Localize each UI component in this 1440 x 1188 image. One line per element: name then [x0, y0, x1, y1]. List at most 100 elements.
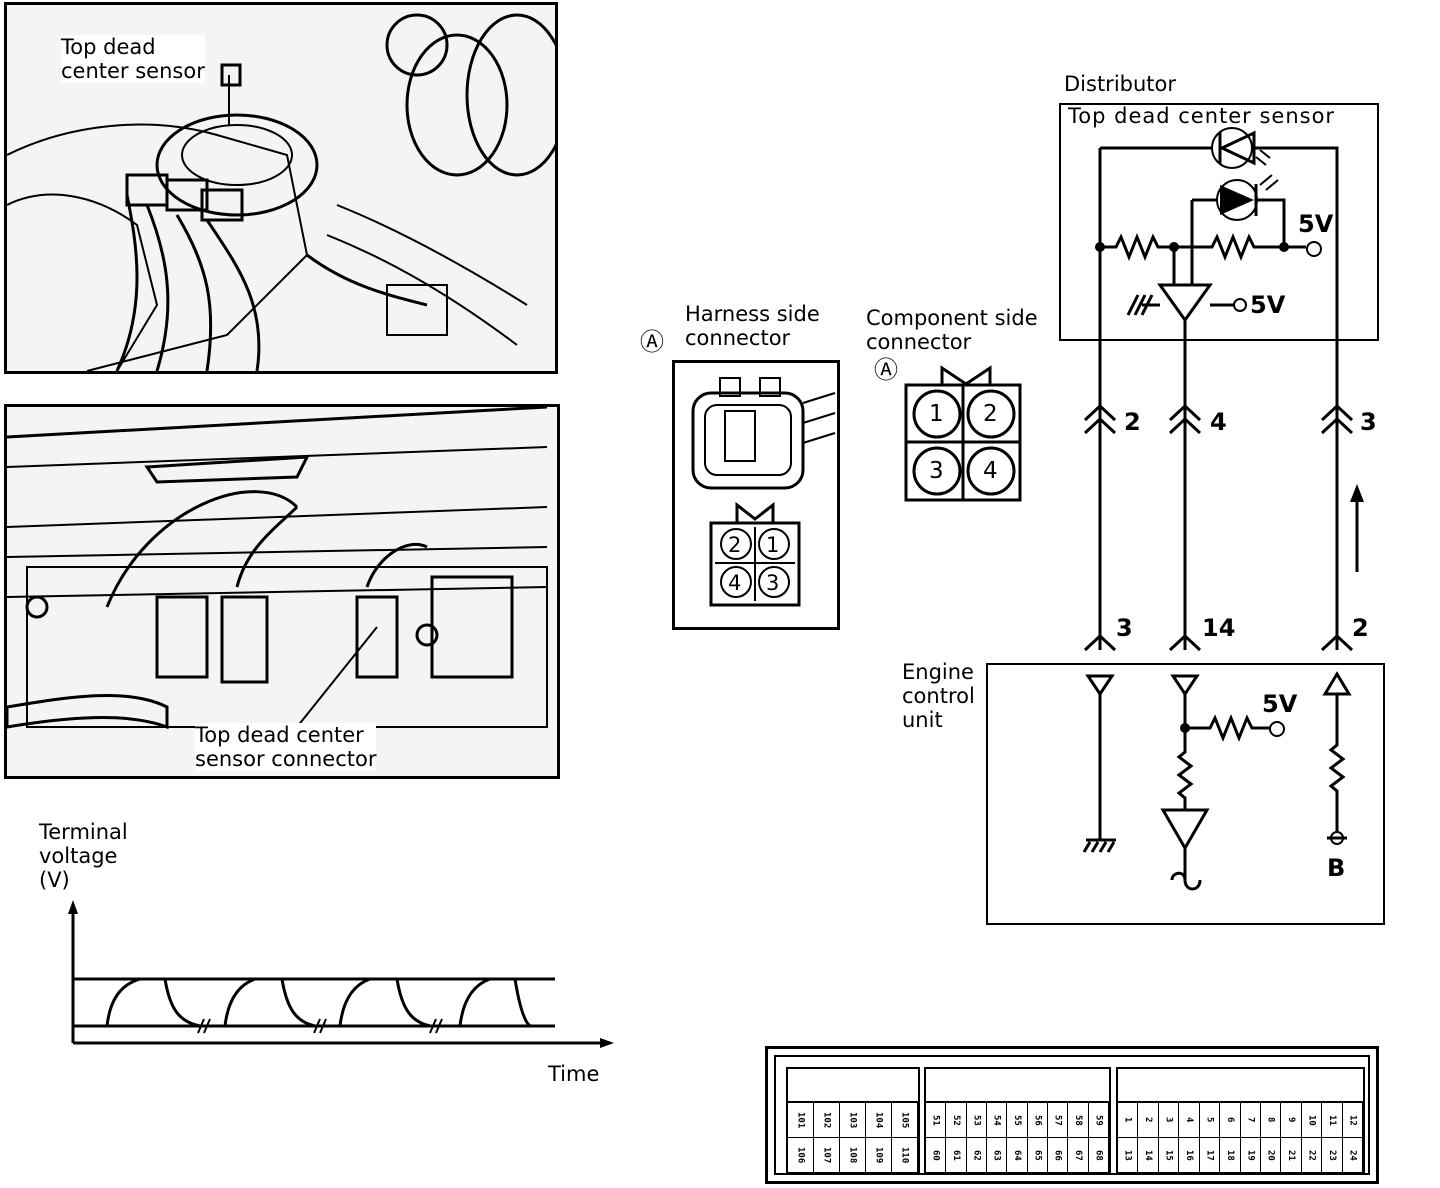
ecu-pin-cell: 102 — [814, 1103, 839, 1138]
graph-x-label: Time — [548, 1062, 600, 1086]
distributor-5v-top: 5V — [1298, 210, 1334, 238]
ecu-pin-cell: 12 — [1342, 1103, 1363, 1138]
ecu-box — [986, 663, 1385, 925]
pin-top-4: 4 — [1210, 408, 1227, 436]
pin-bottom-3: 3 — [1116, 614, 1133, 642]
ecu-pin-cell: 6 — [1220, 1103, 1240, 1138]
component-label: Component side connector — [866, 306, 1038, 354]
ecu-pin-cell: 20 — [1260, 1138, 1281, 1173]
distributor-title: Distributor — [1064, 72, 1177, 96]
ecu-pin-cell: 5 — [1199, 1103, 1220, 1138]
component-pin-3: 3 — [929, 458, 944, 484]
ecu-pin-cell: 67 — [1068, 1138, 1088, 1173]
ecu-pin-cell: 24 — [1342, 1138, 1363, 1173]
ecu-pin-cell: 21 — [1281, 1138, 1301, 1173]
ecu-pin-cell: 66 — [1047, 1138, 1068, 1173]
pin-bottom-14: 14 — [1202, 614, 1236, 642]
ecu-pin-cell: 10 — [1301, 1103, 1322, 1138]
ecu-pin-cell: 18 — [1220, 1138, 1240, 1173]
tdc-sensor-label: Top dead center sensor — [61, 35, 205, 83]
harness-marker: Ⓐ — [640, 328, 664, 356]
ecu-pin-cell: 14 — [1138, 1138, 1158, 1173]
ecu-pin-cell: 106 — [788, 1138, 813, 1173]
ecu-pin-cell: 15 — [1158, 1138, 1179, 1173]
ecu-pin-cell: 58 — [1068, 1103, 1088, 1138]
harness-pin-b: 1 — [766, 533, 780, 557]
ecu-pin-cell: 104 — [866, 1103, 891, 1138]
harness-pin-d: 3 — [766, 571, 780, 595]
harness-pin-c: 4 — [728, 571, 742, 595]
pin-top-3: 3 — [1360, 408, 1377, 436]
ecu-pin-cell: 109 — [866, 1138, 891, 1173]
ecu-pin-cell: 51 — [926, 1103, 946, 1138]
ecu-pin-cell: 11 — [1322, 1103, 1342, 1138]
ecu-pin-cell: 60 — [926, 1138, 946, 1173]
ecu-pin-cell: 105 — [892, 1103, 917, 1138]
distributor-sensor-label: Top dead center sensor — [1068, 104, 1336, 128]
connector-photo-panel: Top dead center sensor connector — [4, 404, 560, 779]
ecu-ground-b: B — [1327, 854, 1346, 882]
ecu-pin-cell: 62 — [966, 1138, 986, 1173]
ecu-pin-cell: 7 — [1240, 1103, 1260, 1138]
ecu-pin-cell: 107 — [814, 1138, 839, 1173]
pin-bottom-2: 2 — [1352, 614, 1369, 642]
ecu-title: Engine control unit — [902, 660, 975, 732]
ecu-pin-cell: 54 — [986, 1103, 1007, 1138]
ecu-pin-cell: 103 — [840, 1103, 865, 1138]
ecu-pin-cell: 56 — [1027, 1103, 1047, 1138]
ecu-pin-cell: 52 — [946, 1103, 966, 1138]
component-pin-1: 1 — [929, 401, 944, 427]
ecu-5v: 5V — [1262, 690, 1298, 718]
connector-illustration — [7, 407, 557, 776]
ecu-pin-cell: 55 — [1007, 1103, 1027, 1138]
ecu-pin-cell: 3 — [1158, 1103, 1179, 1138]
ecu-pin-cell: 9 — [1281, 1103, 1301, 1138]
ecu-pin-cell: 23 — [1322, 1138, 1342, 1173]
pin-top-2: 2 — [1124, 408, 1141, 436]
ecu-pin-cell: 53 — [966, 1103, 986, 1138]
ecu-pin-cell: 57 — [1047, 1103, 1068, 1138]
ecu-pin-cell: 17 — [1199, 1138, 1220, 1173]
ecu-pin-cell: 19 — [1240, 1138, 1260, 1173]
ecu-pin-cell: 13 — [1118, 1138, 1138, 1173]
component-pin-2: 2 — [983, 401, 998, 427]
ecu-pin-cell: 22 — [1301, 1138, 1322, 1173]
ecu-pin-cell: 101 — [788, 1103, 813, 1138]
engine-photo-panel: Top dead center sensor — [4, 2, 558, 374]
ecu-pin-cell: 4 — [1179, 1103, 1199, 1138]
distributor-5v-amp: 5V — [1250, 291, 1286, 319]
component-pin-4: 4 — [983, 458, 998, 484]
harness-plug-icon — [691, 377, 836, 607]
harness-label: Harness side connector — [685, 302, 820, 350]
ecu-pin-cell: 68 — [1088, 1138, 1108, 1173]
ecu-pin-cell: 61 — [946, 1138, 966, 1173]
ecu-pin-cell: 65 — [1027, 1138, 1047, 1173]
